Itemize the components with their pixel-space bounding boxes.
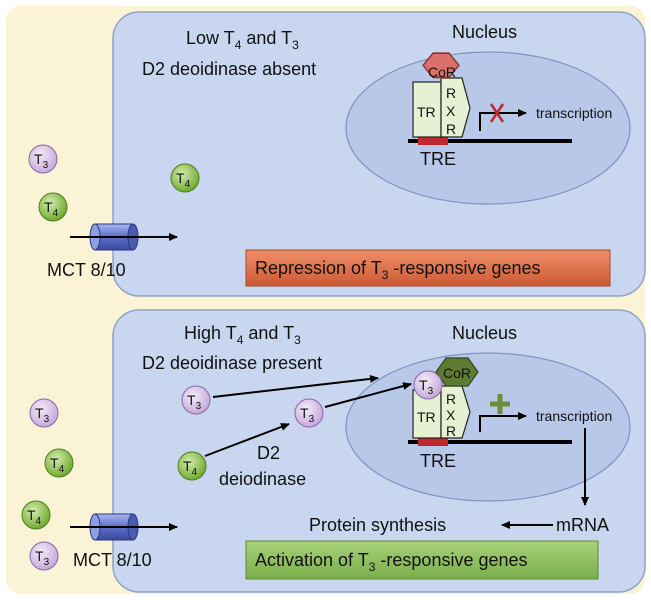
repression-banner <box>245 249 611 287</box>
rxr-letter-bottom-3: R <box>446 423 456 439</box>
nucleus-label-bottom: Nucleus <box>452 323 517 343</box>
t4-ball-outside-top: T4 <box>38 192 68 222</box>
enzyme-label-line1: D2 <box>257 443 280 463</box>
rxr-letter-top-1: R <box>446 85 456 101</box>
activation-banner <box>245 540 599 580</box>
repression-text: Repression of T3 -responsive genes <box>255 258 541 282</box>
coactivator-label-bottom: CoR <box>443 365 471 381</box>
top-title-line1: Low T4 and T3 <box>186 28 299 52</box>
block-x-icon <box>489 103 505 123</box>
mct-label-bottom: MCT 8/10 <box>73 550 152 570</box>
nucleus-label-top: Nucleus <box>452 22 517 42</box>
transcription-arrow-bottom <box>479 412 527 432</box>
t3-ball-outside-bottom-1: T3 <box>29 398 59 428</box>
svg-text:T3: T3 <box>187 392 202 412</box>
t3-ball-cytoplasm-upper: T3 <box>181 385 211 415</box>
tre-element-bottom <box>418 438 448 446</box>
nucleus-top <box>345 51 631 205</box>
coactivator-bottom <box>435 357 479 387</box>
enzyme-label-line2: deiodinase <box>219 469 306 489</box>
tr-label-bottom: TR <box>417 409 436 425</box>
svg-text:T3: T3 <box>300 405 315 425</box>
t3-ball-bound: T3 <box>413 370 443 400</box>
top-title-line2: D2 deoidinase absent <box>142 59 316 79</box>
tre-label-bottom: TRE <box>420 451 456 471</box>
t4-ball-outside-bottom-2: T4 <box>21 500 51 530</box>
bottom-title-line2: D2 deoidinase present <box>142 353 322 373</box>
rxr-letter-top-2: X <box>446 103 456 119</box>
nucleus-bottom <box>345 352 631 502</box>
transcription-label-top: transcription <box>536 105 612 121</box>
t3-ball-converted: T3 <box>294 398 324 428</box>
deiodination-arrow <box>204 423 290 457</box>
rxr-letter-top-3: R <box>446 121 456 137</box>
t3-to-nucleus-arrow <box>212 374 379 398</box>
t3-ball-outside-top: T3 <box>28 144 58 174</box>
svg-text:T4: T4 <box>50 455 65 475</box>
bottom-title-line1: High T4 and T3 <box>184 323 301 347</box>
converted-t3-to-receptor-arrow <box>324 382 412 408</box>
svg-text:T4: T4 <box>176 170 191 190</box>
tre-element-top <box>418 137 448 145</box>
mct-label-top: MCT 8/10 <box>47 260 126 280</box>
svg-text:T3: T3 <box>35 548 50 568</box>
svg-text:T3: T3 <box>34 151 49 171</box>
thyroid-receptor-top <box>412 81 442 138</box>
transcription-arrow-top <box>479 109 527 131</box>
t4-ball-cytoplasm: T4 <box>177 451 207 481</box>
svg-text:T4: T4 <box>183 458 198 478</box>
corepressor-top <box>422 52 460 79</box>
tre-label-top: TRE <box>420 149 456 169</box>
top-panel: Low T4 and T3 D2 deoidinase absent Nucle… <box>28 11 646 297</box>
svg-text:T4: T4 <box>27 507 42 527</box>
transcription-label-bottom: transcription <box>536 408 612 424</box>
rxr-letter-bottom-1: R <box>446 391 456 407</box>
svg-text:T4: T4 <box>44 199 59 219</box>
rxr-receptor-top <box>440 77 471 138</box>
corepressor-label-top: CoR <box>428 64 456 80</box>
tr-label-top: TR <box>417 104 436 120</box>
svg-text:T3: T3 <box>35 405 50 425</box>
mrna-label: mRNA <box>556 515 609 535</box>
svg-text:T3: T3 <box>419 377 434 397</box>
activation-text: Activation of T3 -responsive genes <box>255 550 528 574</box>
t4-ball-outside-bottom-1: T4 <box>44 448 74 478</box>
activation-plus-icon <box>490 394 510 414</box>
rxr-letter-bottom-2: X <box>446 407 456 423</box>
protein-synthesis-label: Protein synthesis <box>309 515 446 535</box>
t3-ball-outside-bottom-2: T3 <box>29 541 59 571</box>
t4-ball-inside-top: T4 <box>170 163 200 193</box>
bottom-panel: High T4 and T3 D2 deoidinase present Nuc… <box>21 309 646 593</box>
